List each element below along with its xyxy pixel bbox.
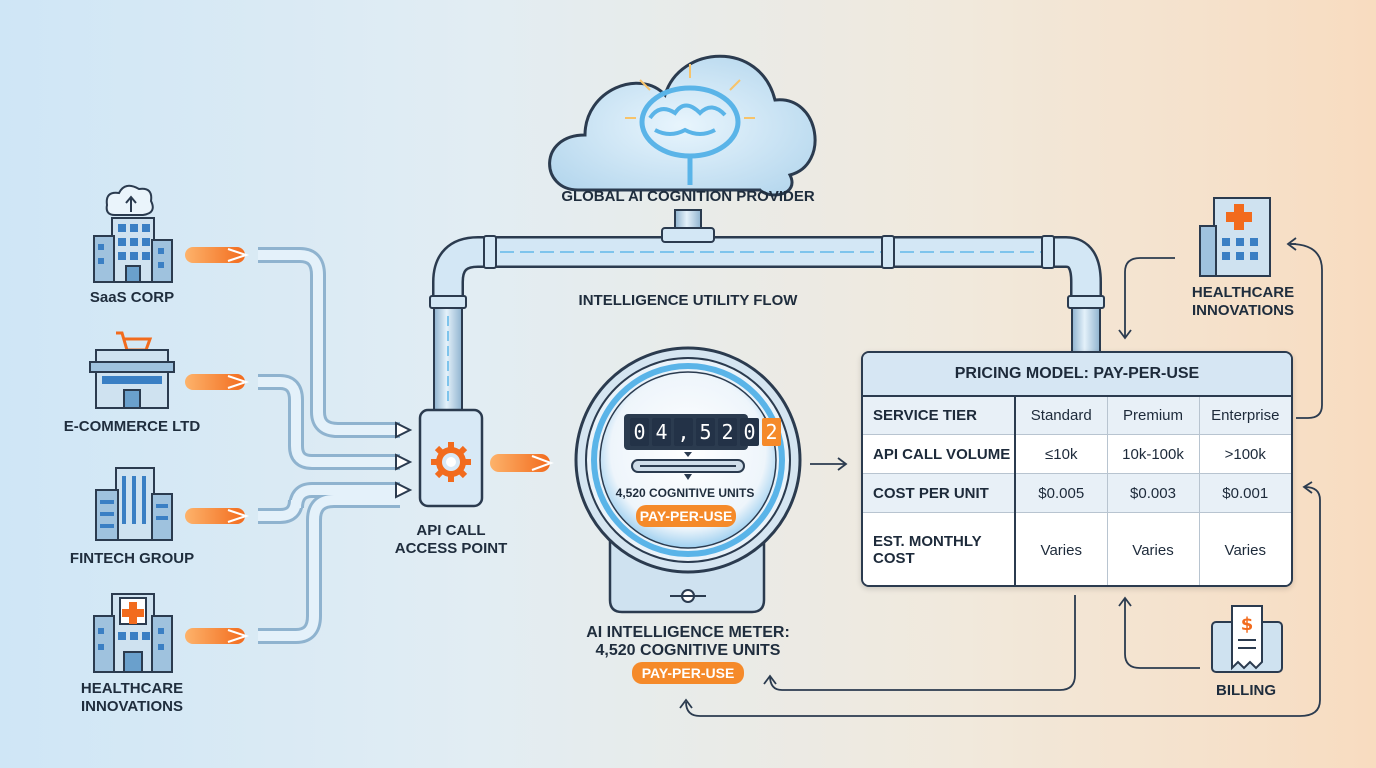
client-label-healthcare: HEALTHCARE INNOVATIONS	[80, 680, 184, 715]
access-point-label-line2: ACCESS POINT	[394, 540, 508, 557]
pricing-table: PRICING MODEL: PAY-PER-USE SERVICE TIER …	[861, 351, 1293, 587]
meter-badge: PAY-PER-USE	[636, 505, 736, 527]
table-cell: 10k-100k	[1107, 434, 1200, 475]
cloud-building-icon	[93, 184, 173, 283]
meter-digit: 0	[740, 418, 759, 446]
client-label-ecommerce: E-COMMERCE LTD	[63, 418, 201, 435]
orange-arrow-icon	[185, 508, 250, 524]
meter-digit-display: 0 4 , 5 2 0 2	[630, 418, 781, 448]
table-cell: Premium	[1107, 397, 1200, 436]
right-client-label-line2: INNOVATIONS	[1192, 302, 1294, 319]
meter-digit: 2	[762, 418, 781, 446]
meter-digit: 4	[652, 418, 671, 446]
intelligence-meter	[574, 346, 802, 614]
table-cell: Varies	[1199, 512, 1291, 585]
table-cell: $0.003	[1107, 473, 1200, 513]
table-row: EST. MONTHLY COST Varies Varies Varies	[863, 512, 1291, 585]
table-cell: Varies	[1107, 512, 1200, 585]
meter-caption-line1: AI INTELLIGENCE METER:	[586, 624, 790, 641]
client-label-fintech: FINTECH GROUP	[69, 550, 195, 567]
orange-arrow-icon	[185, 374, 250, 390]
row-header: API CALL VOLUME	[863, 434, 1016, 475]
meter-digit: 0	[630, 418, 649, 446]
table-cell: >100k	[1199, 434, 1291, 475]
table-row: SERVICE TIER Standard Premium Enterprise	[863, 397, 1291, 436]
connector-lines	[679, 237, 1323, 717]
provider-label: GLOBAL AI COGNITION PROVIDER	[561, 188, 815, 205]
client-pipes	[258, 247, 413, 644]
meter-digit: 5	[696, 418, 715, 446]
hospital-building-icon	[1199, 197, 1271, 277]
cloud-brain-icon	[548, 54, 817, 197]
row-header: COST PER UNIT	[863, 473, 1016, 513]
billing-receipt-icon: $	[1211, 605, 1283, 673]
table-row: COST PER UNIT $0.005 $0.003 $0.001	[863, 473, 1291, 513]
flow-label: INTELLIGENCE UTILITY FLOW	[578, 292, 798, 309]
row-header: SERVICE TIER	[863, 397, 1016, 436]
right-client-label-line1: HEALTHCARE	[1191, 284, 1295, 301]
gear-icon	[431, 442, 471, 482]
table-cell: $0.005	[1015, 473, 1108, 513]
meter-digit: ,	[674, 418, 693, 446]
orange-arrow-icon	[185, 628, 250, 644]
table-cell: Varies	[1015, 512, 1108, 585]
access-point-label-line1: API CALL	[416, 522, 486, 539]
client-arrows	[185, 247, 554, 644]
api-access-point	[418, 408, 484, 508]
hospital-building-icon	[93, 593, 173, 673]
meter-digit: 2	[718, 418, 737, 446]
table-row: API CALL VOLUME ≤10k 10k-100k >100k	[863, 434, 1291, 475]
table-cell: ≤10k	[1015, 434, 1108, 475]
client-label-saas: SaaS CORP	[89, 289, 175, 306]
meter-caption-badge: PAY-PER-USE	[632, 662, 744, 684]
row-header: EST. MONTHLY COST	[863, 512, 1016, 585]
table-cell: Standard	[1015, 397, 1108, 436]
pipe-network	[429, 209, 1105, 413]
billing-label: BILLING	[1216, 682, 1276, 699]
table-cell: Enterprise	[1199, 397, 1291, 436]
orange-arrow-icon	[490, 454, 554, 472]
pricing-table-title: PRICING MODEL: PAY-PER-USE	[863, 353, 1291, 397]
svg-text:$: $	[1241, 614, 1254, 635]
orange-arrow-icon	[185, 247, 250, 263]
tower-building-icon	[95, 467, 173, 541]
shop-building-icon	[89, 331, 175, 409]
meter-caption-line2: 4,520 COGNITIVE UNITS	[595, 642, 781, 659]
meter-reading: 4,520 COGNITIVE UNITS	[615, 486, 755, 500]
table-cell: $0.001	[1199, 473, 1291, 513]
